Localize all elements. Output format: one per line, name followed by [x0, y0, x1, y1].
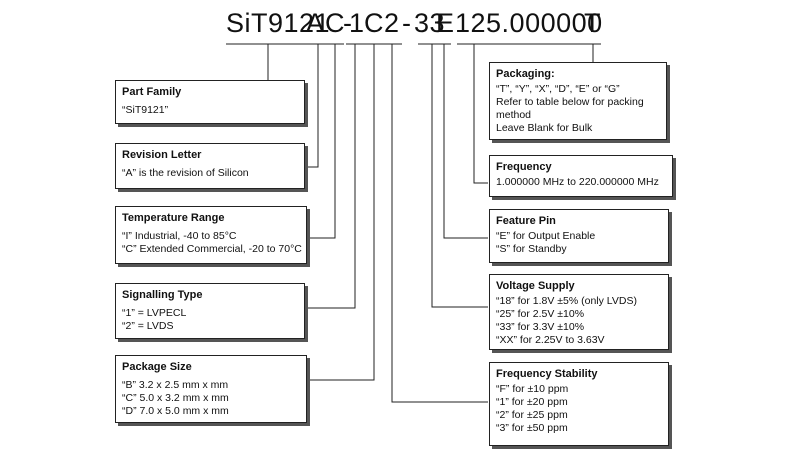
- pn-segment-frequency: 125.000000: [455, 8, 603, 38]
- connector-frequency-stability: [384, 43, 488, 403]
- connector-frequency: [457, 43, 586, 184]
- frequency-stability-line: “1” for ±20 ppm: [496, 396, 568, 408]
- feature-pin-line: “S” for Standby: [496, 243, 567, 255]
- voltage-supply-box: Voltage Supply “18” for 1.8V ±5% (only L…: [489, 274, 669, 350]
- voltage-supply-title: Voltage Supply: [496, 280, 575, 292]
- packaging-title: Packaging:: [496, 68, 555, 80]
- pn-segment-stability: 2: [384, 8, 400, 38]
- temperature-range-title: Temperature Range: [122, 212, 225, 224]
- connector-feature-pin: [437, 43, 488, 239]
- revision-letter-line: “A” is the revision of Silicon: [122, 167, 249, 179]
- pn-segment-package: C: [364, 8, 384, 38]
- connector-voltage-supply: [418, 43, 488, 308]
- pn-segment-feature-pin: E: [436, 8, 455, 38]
- frequency-stability-line: “2” for ±25 ppm: [496, 409, 568, 421]
- revision-letter-title: Revision Letter: [122, 149, 202, 161]
- connector-packaging: [585, 43, 601, 62]
- feature-pin-line: “E” for Output Enable: [496, 230, 596, 242]
- package-size-line: “B” 3.2 x 2.5 mm x mm: [122, 379, 229, 391]
- pn-segment-dash-2: -: [402, 8, 412, 38]
- connector-revision-letter: [306, 43, 326, 168]
- frequency-stability-line: “F” for ±10 ppm: [496, 383, 569, 395]
- feature-pin-title: Feature Pin: [496, 215, 556, 227]
- revision-letter-box: Revision Letter “A” is the revision of S…: [115, 143, 305, 189]
- frequency-title: Frequency: [496, 161, 552, 173]
- pn-segment-packaging: T: [584, 8, 601, 38]
- frequency-stability-line: “3” for ±50 ppm: [496, 422, 568, 434]
- package-size-line: “C” 5.0 x 3.2 mm x mm: [122, 392, 229, 404]
- packaging-line: Leave Blank for Bulk: [496, 122, 593, 134]
- frequency-line: 1.000000 MHz to 220.000000 MHz: [496, 176, 659, 188]
- packaging-line: “T”, “Y”, “X”, “D”, “E” or “G”: [496, 83, 620, 95]
- part-family-title: Part Family: [122, 86, 182, 98]
- frequency-stability-box: Frequency Stability “F” for ±10 ppm “1” …: [489, 362, 669, 446]
- part-family-box: Part Family “SiT9121”: [115, 80, 305, 124]
- connector-temperature-range: [308, 43, 344, 239]
- voltage-supply-line: “XX” for 2.25V to 3.63V: [496, 334, 605, 346]
- frequency-stability-title: Frequency Stability: [496, 368, 598, 380]
- frequency-box: Frequency 1.000000 MHz to 220.000000 MHz: [489, 155, 673, 197]
- pn-segment-dash-1: -: [343, 8, 353, 38]
- temperature-range-line: “I” Industrial, -40 to 85°C: [122, 230, 237, 242]
- connector-package-size: [308, 43, 384, 381]
- part-family-line: “SiT9121”: [122, 104, 169, 116]
- feature-pin-box: Feature Pin “E” for Output Enable “S” fo…: [489, 209, 669, 263]
- temperature-range-line: “C” Extended Commercial, -20 to 70°C: [122, 243, 302, 255]
- pn-segment-revision: A: [306, 8, 325, 38]
- pn-segment-voltage: 33: [414, 8, 446, 38]
- voltage-supply-line: “25” for 2.5V ±10%: [496, 308, 585, 320]
- connector-signalling-type: [306, 43, 364, 309]
- package-size-line: “D” 7.0 x 5.0 mm x mm: [122, 405, 229, 417]
- signalling-type-title: Signalling Type: [122, 289, 203, 301]
- signalling-type-box: Signalling Type “1” = LVPECL “2” = LVDS: [115, 283, 305, 339]
- package-size-box: Package Size “B” 3.2 x 2.5 mm x mm “C” 5…: [115, 355, 307, 423]
- pn-segment-temperature: C: [325, 8, 345, 38]
- pn-segment-part-family: SiT9121: [226, 8, 331, 38]
- signalling-type-line: “2” = LVDS: [122, 320, 174, 332]
- voltage-supply-line: “33” for 3.3V ±10%: [496, 321, 585, 333]
- packaging-line: method: [496, 109, 532, 121]
- packaging-line: Refer to table below for packing: [496, 96, 644, 108]
- signalling-type-line: “1” = LVPECL: [122, 307, 187, 319]
- voltage-supply-line: “18” for 1.8V ±5% (only LVDS): [496, 295, 637, 307]
- pn-segment-signalling: 1: [349, 8, 365, 38]
- package-size-title: Package Size: [122, 361, 192, 373]
- packaging-box: Packaging: “T”, “Y”, “X”, “D”, “E” or “G…: [489, 62, 667, 140]
- temperature-range-box: Temperature Range “I” Industrial, -40 to…: [115, 206, 307, 264]
- connector-part-family: [226, 43, 312, 80]
